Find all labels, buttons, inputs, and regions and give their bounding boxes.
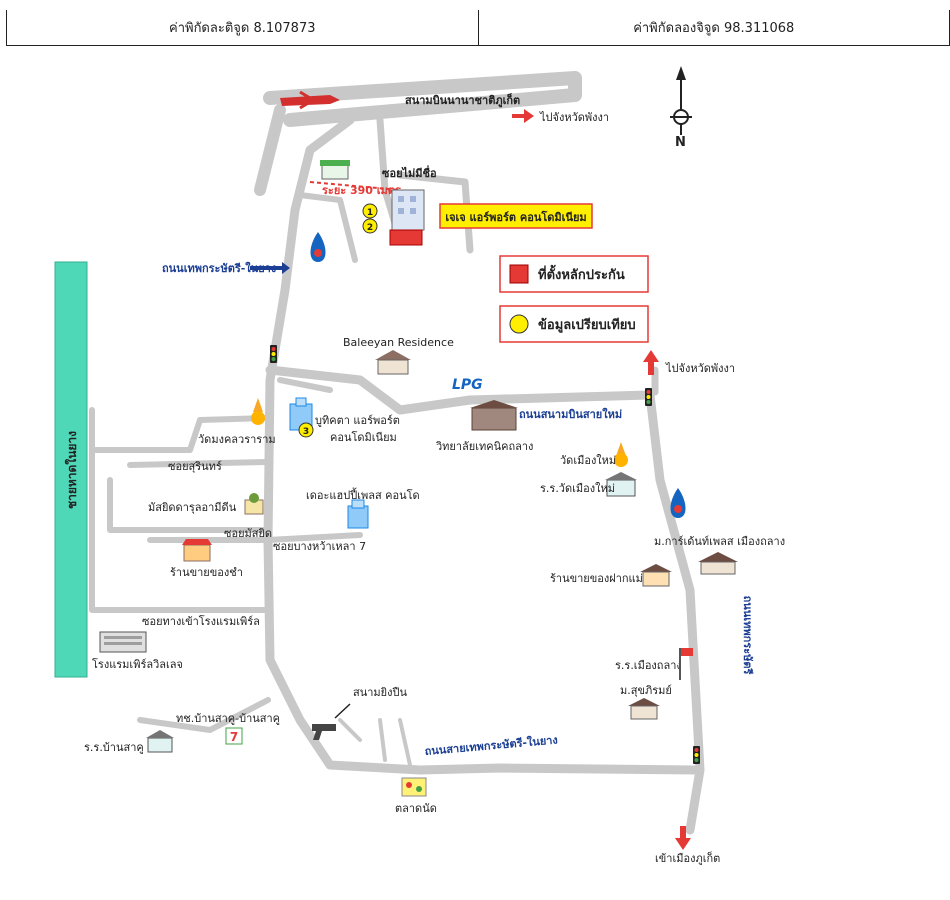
house-icon-baleeyan xyxy=(375,350,411,375)
arrow-to-phangnga-right xyxy=(643,350,659,375)
school-mueang-mai-label: ร.ร.วัดเมืองใหม่ xyxy=(540,482,615,495)
arrow-to-phangnga-top xyxy=(512,109,534,123)
road-thepkrasattri-right-label: ถนนเทพกระษัตรี xyxy=(741,596,754,675)
condo-building-icon-happy xyxy=(347,499,369,529)
airplane-icon xyxy=(280,90,340,110)
comparable-marker-2: 2 xyxy=(362,218,378,234)
hotel-label: โรงแรมเพิร์ลวิลเลจ xyxy=(92,657,183,671)
peoples-condo-label: เดอะแฮปปี้เพลส คอนโด xyxy=(306,487,420,502)
souvenir-label: ร้านขายของฝากแม่รู้ xyxy=(550,572,649,585)
to-phangnga-top-label: ไปจังหวัดพังงา xyxy=(539,111,609,124)
grocery-shop-icon xyxy=(182,539,212,562)
comparable-marker-3: 3 xyxy=(298,422,314,438)
traffic-light-icon-3 xyxy=(693,746,700,764)
longitude-label: ค่าพิกัดลองจิจูด 98.311068 xyxy=(477,10,950,45)
beach-strip xyxy=(54,261,88,678)
wat-mongkhon-label: วัดมงคลวราราม xyxy=(198,433,276,446)
new-airport-road-label: ถนนสนามบินสายใหม่ xyxy=(519,407,622,421)
garden-home-label: ม.การ์เด้นท์เพลส เมืองถลาง xyxy=(654,535,785,548)
to-phangnga-right-label: ไปจังหวัดพังงา xyxy=(665,362,735,375)
flag-icon xyxy=(679,648,693,680)
souvenir-shop-icon xyxy=(640,564,672,587)
road-thepkrasattri-bottom-label: ถนนสายเทพกระษัตรี-ในยาง xyxy=(424,732,558,758)
school-icon-ban-sakhu xyxy=(146,730,174,753)
school-mueang-thalang-label: ร.ร.เมืองถลาง xyxy=(615,659,682,672)
lpg-label: LPG xyxy=(452,377,483,393)
house-icon-garden xyxy=(698,552,738,575)
college-building-icon xyxy=(470,400,518,431)
boutique-label-2: คอนโดมิเนียม xyxy=(330,430,397,444)
house-icon-sukhirom xyxy=(628,698,660,720)
temple-icon-mueang-mai xyxy=(614,442,628,467)
shooting-range-label: สนามยิงปืน xyxy=(353,686,407,699)
market-icon xyxy=(401,777,427,797)
school-ban-sakhu-label: ร.ร.บ้านสาคู xyxy=(84,741,144,754)
boutique-label-1: บูทิคตา แอร์พอร์ต xyxy=(315,414,400,427)
subject-name-box: เจเจ แอร์พอร์ต คอนโดมิเนียม xyxy=(439,203,593,229)
subject-site-marker xyxy=(389,229,423,246)
soi-bangwa-label: ซอยบางหว้าเหลา 7 xyxy=(273,540,366,553)
road-ban-sakhu-label: ทช.บ้านสาคู-บ้านสาคู xyxy=(176,712,280,725)
subject-building-icon xyxy=(391,189,425,231)
soi-unnamed-label: ซอยไม่มีชื่อ xyxy=(382,165,437,180)
temple-icon-mongkhon xyxy=(251,398,265,425)
market-label: ตลาดนัด xyxy=(395,802,437,815)
airport-label: สนามบินนานาชาติภูเก็ต xyxy=(405,93,520,108)
soi-surin-label: ซอยสุรินทร์ xyxy=(168,460,222,473)
svg-text:7: 7 xyxy=(230,730,238,744)
legend: ที่ตั้งหลักประกัน ข้อมูลเปรียบเทียบ xyxy=(499,255,649,343)
traffic-light-icon-2 xyxy=(645,388,652,406)
comparable-marker-1: 1 xyxy=(362,203,378,219)
subject-name-label: เจเจ แอร์พอร์ต คอนโดมิเนียม xyxy=(445,210,586,224)
grocery-label: ร้านขายของชำ xyxy=(170,566,243,579)
hotel-building-icon xyxy=(99,631,147,653)
baleeyan-label: Baleeyan Residence xyxy=(343,336,454,349)
mosque-icon xyxy=(244,493,264,515)
beach-label: ชายหาดในยาง xyxy=(64,431,79,509)
arrow-road-top xyxy=(250,262,290,274)
distance-label: ระยะ 390 เมตร xyxy=(322,184,401,197)
road-thepkrasattri-top-label: ถนนเทพกระษัตรี-ในยาง xyxy=(162,261,276,275)
pointer-line-shooting-range xyxy=(334,703,351,719)
gas-station-icon-1 xyxy=(310,232,326,262)
tech-college-label: วิทยาลัยเทคนิคถลาง xyxy=(435,440,533,453)
seven-eleven-icon: 7 xyxy=(225,727,243,745)
mosque-label: มัสยิดดารุลอามีดีน xyxy=(148,501,237,514)
coordinate-bar: ค่าพิกัดละติจูด 8.107873 ค่าพิกัดลองจิจู… xyxy=(6,10,950,46)
svg-text:1: 1 xyxy=(367,208,373,218)
arrow-to-phuket xyxy=(675,826,691,850)
svg-text:3: 3 xyxy=(303,427,309,437)
shop-icon-top xyxy=(320,160,350,180)
legend-comparable-label: ข้อมูลเปรียบเทียบ xyxy=(538,317,636,333)
legend-subject-label: ที่ตั้งหลักประกัน xyxy=(538,264,625,283)
gun-icon xyxy=(312,724,336,740)
latitude-label: ค่าพิกัดละติจูด 8.107873 xyxy=(169,21,316,36)
airport-runway xyxy=(254,71,582,196)
compass-icon xyxy=(670,66,692,135)
svg-text:2: 2 xyxy=(367,223,373,233)
to-phuket-label: เข้าเมืองภูเก็ต xyxy=(655,851,720,865)
soi-hotel-label: ซอยทางเข้าโรงแรมเพิร์ล xyxy=(142,614,260,628)
village-sukhirom-label: ม.สุขภิรมย์ xyxy=(620,684,672,697)
distance-dash-line xyxy=(309,181,401,191)
wat-mueang-mai-label: วัดเมืองใหม่ xyxy=(560,454,616,467)
gas-station-icon-2 xyxy=(670,488,686,518)
traffic-light-icon-1 xyxy=(270,345,277,363)
school-icon-mueang-mai xyxy=(605,472,637,497)
compass-label: N xyxy=(675,135,686,150)
soi-masjid-label: ซอยมัสยิด xyxy=(224,527,272,540)
